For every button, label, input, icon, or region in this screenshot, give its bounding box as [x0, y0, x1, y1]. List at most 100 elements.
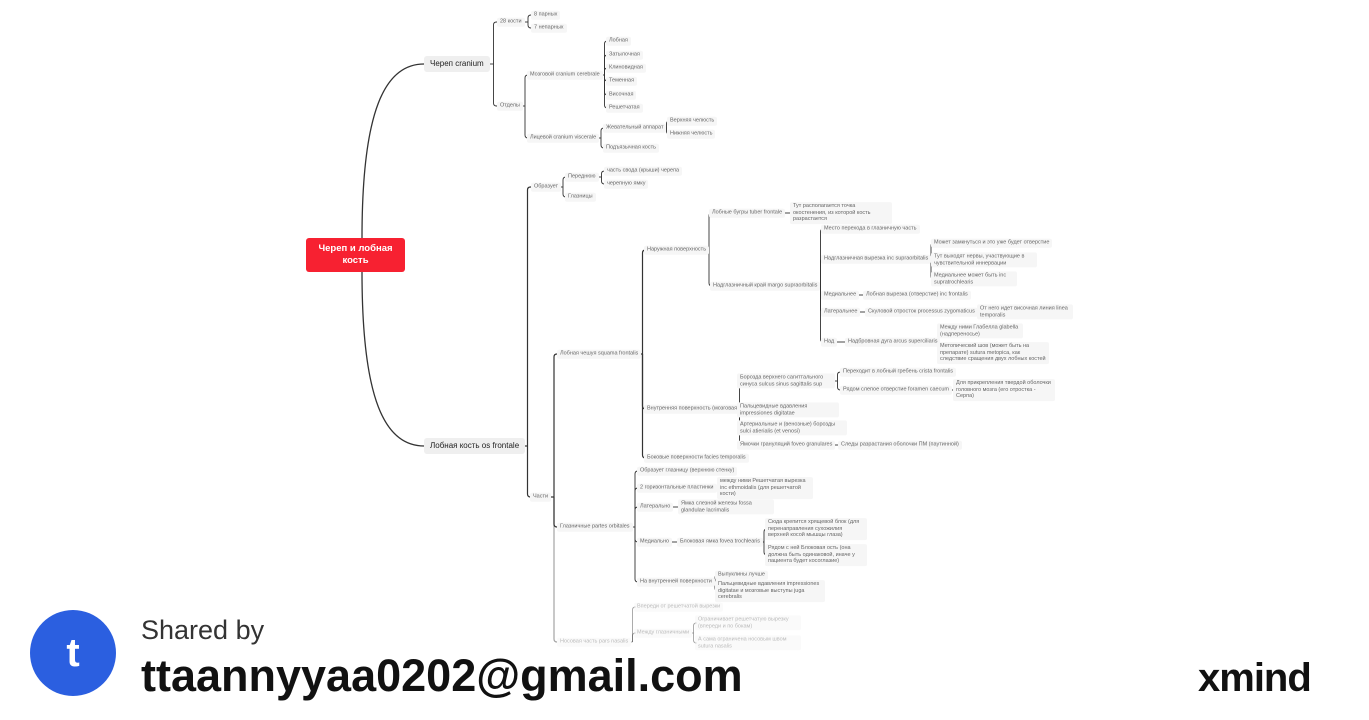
- avatar-letter: t: [66, 630, 80, 675]
- topic-m3[interactable]: Медиальнее: [821, 290, 860, 300]
- connector: [634, 527, 639, 583]
- connector: [693, 622, 697, 633]
- topic-m4[interactable]: Латеральнее: [821, 307, 861, 317]
- topic-m5b[interactable]: Между ними Глабелла glabella (надперенос…: [937, 323, 1023, 339]
- topic-v4[interactable]: Ямочки грануляций foveo granulares: [737, 440, 836, 450]
- topic-n1[interactable]: Впереди от решетчатой вырезки: [634, 602, 724, 612]
- topic-orb[interactable]: Глазничные partes orbitales: [557, 522, 633, 532]
- topic-sq[interactable]: Лобная чешуя squama frontalis: [557, 349, 642, 359]
- central-topic[interactable]: Череп и лобная кость: [306, 238, 405, 272]
- topic-pod[interactable]: Подъязычная кость: [603, 143, 659, 153]
- connector: [524, 74, 529, 106]
- topic-c3[interactable]: Клиновидная: [606, 63, 646, 73]
- topic-v1b[interactable]: Рядом слепое отверстие foramen caecum: [840, 385, 953, 395]
- connector: [526, 186, 531, 446]
- topic-o1[interactable]: Образует глазницу (верхнюю стенку): [637, 466, 738, 476]
- topic-vch[interactable]: Верхняя челюсть: [667, 116, 718, 126]
- topic-k28[interactable]: 28 кости: [497, 17, 525, 27]
- topic-per2[interactable]: черепную ямку: [604, 179, 649, 189]
- topic-n2b[interactable]: А сама ограничена носовым швом sutura na…: [695, 635, 801, 651]
- topic-m2b[interactable]: Тут выходят нервы, участвующие в чувстви…: [931, 252, 1037, 268]
- sharer-email: ttaannyyaa0202@gmail.com: [141, 650, 743, 701]
- topic-v1[interactable]: Борозда верхнего сагиттального синуса su…: [737, 373, 835, 389]
- topic-u7[interactable]: 7 непарных: [531, 23, 567, 33]
- topic-o3[interactable]: Латерально: [637, 502, 674, 512]
- topic-otd[interactable]: Отделы: [497, 101, 523, 111]
- connector: [708, 250, 713, 287]
- topic-obr[interactable]: Образует: [531, 182, 562, 192]
- topic-c4[interactable]: Теменная: [606, 76, 638, 86]
- topic-per1[interactable]: часть свода (крыши) черепа: [604, 166, 683, 176]
- topic-vis[interactable]: Лицевой cranium viscerale: [527, 133, 600, 143]
- topic-jev[interactable]: Жевательный аппарат: [603, 123, 667, 133]
- topic-o5b[interactable]: Пальцевидные вдавления impressiones digi…: [715, 580, 825, 602]
- topic-o4a[interactable]: Блоковая ямка fovea trochlearis: [677, 537, 764, 547]
- topic-mar[interactable]: Надглазничный край margo supraorbitalis: [710, 281, 821, 291]
- topic-o4b[interactable]: Сюда крепится хрящевой блок (для перенап…: [765, 518, 867, 540]
- topic-o5a[interactable]: Выпуклины лучше: [715, 570, 768, 580]
- topic-m2[interactable]: Надглазничная вырезка inc supraorbitalis: [821, 254, 932, 264]
- central-topic-label: Череп и лобная кость: [318, 243, 393, 266]
- fade-overlay: [0, 652, 1369, 720]
- topic-tub[interactable]: Лобные бугры tuber frontale: [709, 208, 786, 218]
- topic-m5c[interactable]: Метопический шов (может быть на препарат…: [937, 342, 1049, 364]
- topic-cr[interactable]: Череп cranium: [424, 56, 490, 72]
- topic-m4a[interactable]: Скуловой отросток processus zygomaticus: [865, 307, 978, 317]
- topic-o2[interactable]: 2 горизонтальные пластинки: [637, 483, 717, 493]
- topic-n2[interactable]: Между глазничными: [634, 628, 693, 638]
- topic-vn[interactable]: Внутренняя поверхность (мозговая): [644, 404, 742, 414]
- topic-c1[interactable]: Лобная: [606, 36, 631, 46]
- topic-cer[interactable]: Мозговой cranium cerebrale: [527, 70, 603, 80]
- topic-m3a[interactable]: Лобная вырезка (отверстие) inc frontalis: [863, 290, 971, 300]
- connector: [693, 633, 697, 644]
- topic-bok[interactable]: Боковые поверхности facies temporalis: [644, 453, 749, 463]
- topic-c5[interactable]: Височная: [606, 90, 637, 100]
- connector: [527, 22, 532, 29]
- connector: [553, 497, 558, 643]
- topic-m5a[interactable]: Надбровная дуга arcus superciliaris: [845, 337, 941, 347]
- topic-o5[interactable]: На внутренней поверхности: [637, 577, 715, 587]
- topic-v2[interactable]: Пальцевидные вдавления impressiones digi…: [737, 402, 839, 418]
- topic-p8[interactable]: 8 парных: [531, 10, 561, 20]
- topic-v4a[interactable]: Следы разрастания оболочки ПМ (паутинной…: [838, 440, 962, 450]
- topic-o2a[interactable]: между ними Решетчатая вырезка inc ethmoi…: [717, 477, 813, 499]
- topic-o4c[interactable]: Рядом с ней Блоковая ость (она должна бы…: [765, 544, 867, 566]
- topic-m5[interactable]: Над: [821, 337, 838, 347]
- topic-fr[interactable]: Лобная кость os frontale: [424, 438, 526, 454]
- topic-ch[interactable]: Части: [530, 492, 552, 502]
- topic-nar[interactable]: Наружная поверхность: [644, 245, 710, 255]
- topic-c6[interactable]: Решетчатая: [606, 103, 643, 113]
- topic-o4[interactable]: Медиально: [637, 537, 673, 547]
- topic-c2[interactable]: Затылочная: [606, 50, 643, 60]
- topic-gl[interactable]: Глазницы: [565, 192, 596, 202]
- topic-v1a[interactable]: Переходит в лобный гребень crista fronta…: [840, 367, 957, 377]
- connector: [632, 606, 636, 642]
- avatar: t: [30, 610, 116, 696]
- topic-n2a[interactable]: Ограничивает решетчатую вырезку (впереди…: [695, 615, 801, 631]
- root-connector: [361, 271, 425, 447]
- connector: [632, 632, 636, 642]
- topic-nch[interactable]: Нижняя челюсть: [667, 129, 716, 139]
- shared-by-label: Shared by: [141, 615, 265, 645]
- xmind-logo: xmind: [1198, 656, 1312, 700]
- connector: [526, 446, 531, 498]
- connector: [553, 497, 558, 528]
- connector: [641, 249, 646, 354]
- topic-m2c[interactable]: Медиальнее может быть inc supratrochlear…: [931, 271, 1017, 287]
- topic-nas[interactable]: Носовая часть pars nasalis: [557, 637, 632, 647]
- topic-per[interactable]: Переднюю: [565, 172, 599, 182]
- topic-tub1[interactable]: Тут располагается точка окостенения, из …: [790, 202, 892, 224]
- topic-v3[interactable]: Артериальные и (венозные) борозды sulci …: [737, 420, 847, 436]
- topic-m4b[interactable]: От него идет височная линия linea tempor…: [977, 304, 1073, 320]
- root-connector: [361, 63, 425, 239]
- topic-m2a[interactable]: Может замкнуться и это уже будет отверст…: [931, 238, 1053, 248]
- connector: [553, 353, 558, 497]
- topic-o3a[interactable]: Ямка слезной железы fossa glandulae lacr…: [678, 499, 774, 515]
- connector: [493, 64, 497, 107]
- connector: [708, 212, 713, 250]
- connector: [493, 21, 497, 64]
- topic-v1c[interactable]: Для прикрепления твердой оболочки головн…: [953, 379, 1055, 401]
- topic-m1[interactable]: Место перехода в глазничную часть: [821, 224, 920, 234]
